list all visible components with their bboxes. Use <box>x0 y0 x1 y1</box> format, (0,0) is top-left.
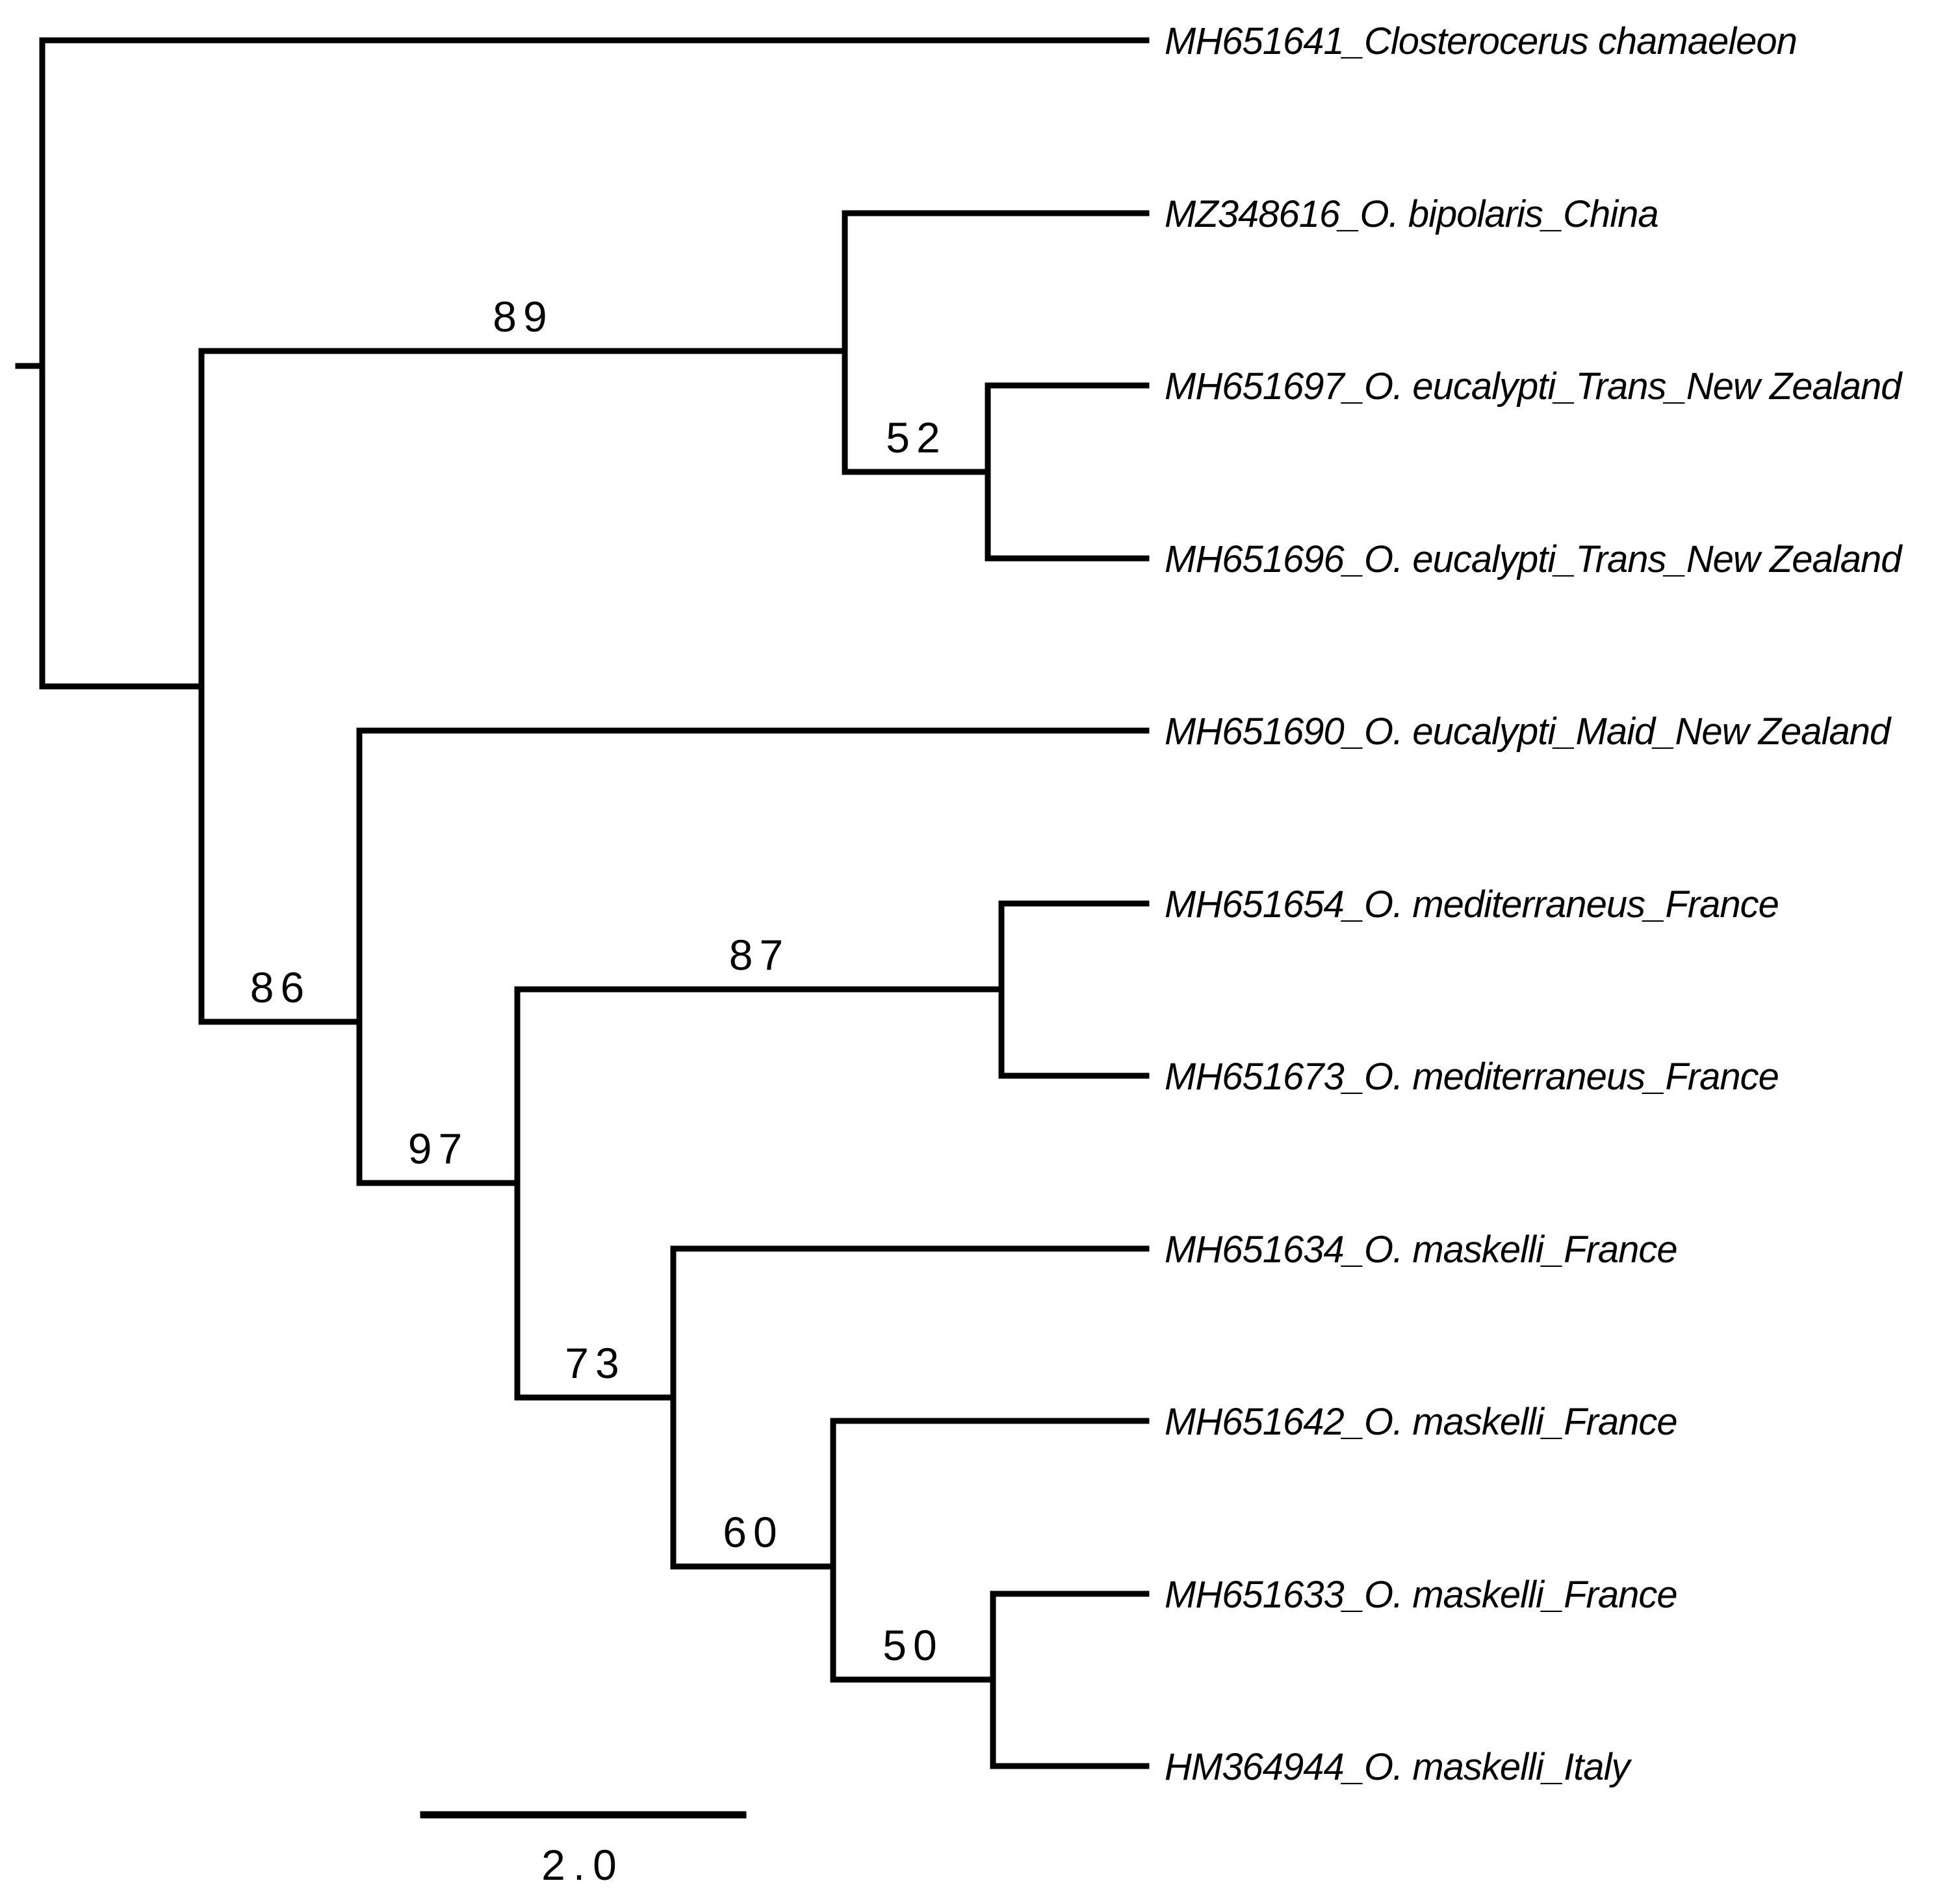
taxon-label: MH651634_O. maskelli_France <box>1165 1228 1677 1271</box>
taxon-label: MH651641_Closterocerus chamaeleon <box>1165 20 1797 62</box>
support-value: 86 <box>250 963 311 1011</box>
taxon-label: MH651642_O. maskelli_France <box>1165 1401 1677 1443</box>
taxon-label: MH651697_O. eucalypti_Trans_New Zealand <box>1165 365 1903 408</box>
taxon-label: MH651673_O. mediterraneus_France <box>1165 1056 1779 1098</box>
support-value: 97 <box>408 1124 469 1173</box>
taxon-label: MH651696_O. eucalypti_Trans_New Zealand <box>1165 538 1903 580</box>
scale-bar-label: 2.0 <box>541 1841 625 1889</box>
taxon-label: MH651654_O. mediterraneus_France <box>1165 883 1779 926</box>
support-value: 89 <box>493 292 553 341</box>
taxon-label: MH651690_O. eucalypti_Maid_New Zealand <box>1165 710 1892 753</box>
support-value: 87 <box>729 931 790 979</box>
support-value: 73 <box>565 1339 625 1387</box>
support-value: 60 <box>723 1508 783 1556</box>
taxon-label: HM364944_O. maskelli_Italy <box>1165 1746 1632 1788</box>
taxon-label: MZ348616_O. bipolaris_China <box>1165 193 1658 235</box>
support-value: 52 <box>886 413 946 462</box>
support-value: 50 <box>883 1621 943 1669</box>
taxon-label: MH651633_O. maskelli_France <box>1165 1574 1677 1616</box>
